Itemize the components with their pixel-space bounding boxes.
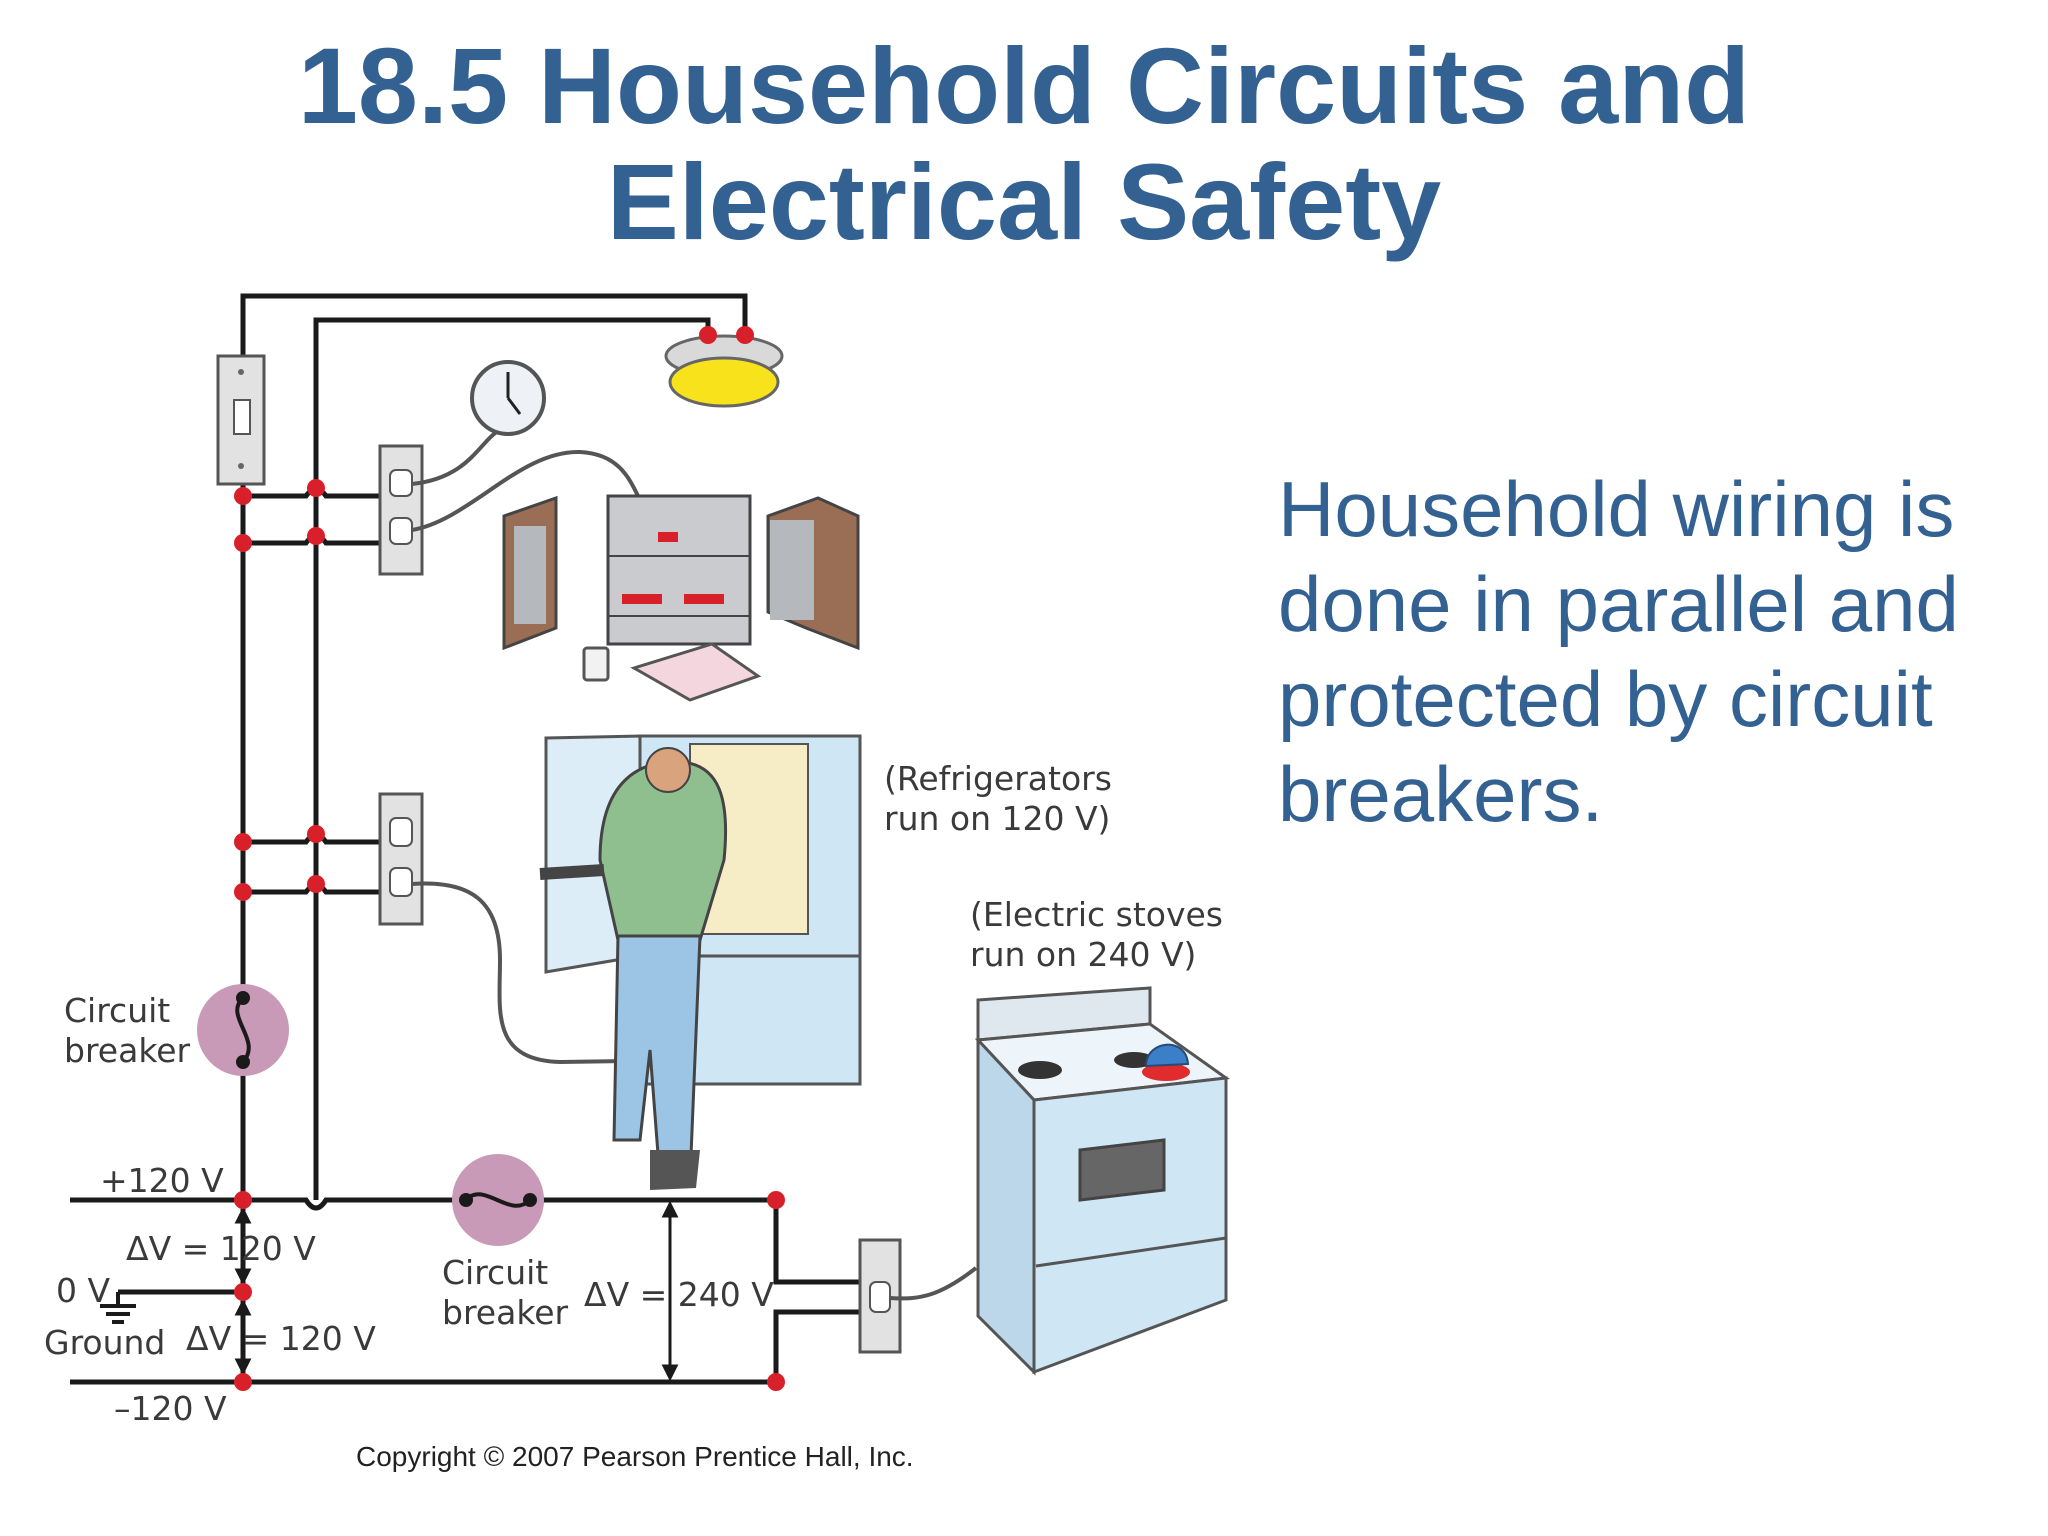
- label-zero-v: 0 V: [56, 1271, 110, 1310]
- label-refrigerators-line1: (Refrigerators: [884, 759, 1112, 798]
- ceiling-light: [664, 334, 784, 408]
- wiring: [70, 293, 870, 1385]
- junction-dot: [767, 1373, 785, 1391]
- slide-body-text: Household wiring is done in parallel and…: [1278, 465, 1959, 838]
- coffee-mug: [582, 646, 610, 682]
- label-minus-120: –120 V: [114, 1389, 227, 1428]
- slide-title: 18.5 Household Circuits and Electrical S…: [0, 28, 2048, 260]
- junction-dot: [307, 825, 325, 843]
- junction-dot: [234, 883, 252, 901]
- junction-dot: [736, 326, 754, 344]
- label-stoves-line1: (Electric stoves: [970, 895, 1223, 934]
- open-book: [630, 642, 762, 702]
- electric-stove: [974, 986, 1231, 1376]
- label-plus-120: +120 V: [100, 1161, 224, 1200]
- junction-dot: [307, 479, 325, 497]
- label-ground: Ground: [44, 1323, 165, 1362]
- wire-hot-top: [240, 293, 748, 1200]
- junction-dot: [767, 1191, 785, 1209]
- label-circuit-breaker-left-line2: breaker: [64, 1031, 191, 1070]
- label-circuit-breaker-bottom-line1: Circuit: [442, 1253, 548, 1292]
- junction-dots: [234, 326, 785, 1391]
- wall-clock: [470, 360, 546, 436]
- ground-symbol: [100, 1292, 136, 1324]
- junction-dot: [234, 1191, 252, 1209]
- label-stoves-line2: run on 240 V): [970, 935, 1196, 974]
- junction-dot: [307, 875, 325, 893]
- junction-dot: [234, 534, 252, 552]
- circuit-breaker-left: [197, 984, 289, 1076]
- junction-dot: [699, 326, 717, 344]
- label-dv-240: ΔV = 240 V: [584, 1275, 774, 1314]
- copyright-notice: Copyright © 2007 Pearson Prentice Hall, …: [356, 1441, 914, 1472]
- circuit-breaker-bottom: [452, 1154, 544, 1246]
- clock-cord: [411, 428, 502, 486]
- stereo-cord: [411, 449, 642, 532]
- wall-switch: [216, 354, 266, 486]
- label-dv-120-lower: ΔV = 120 V: [186, 1319, 376, 1358]
- label-dv-120-upper: ΔV = 120 V: [126, 1229, 316, 1268]
- wire-240-lower: [773, 1309, 870, 1382]
- junction-dot: [307, 527, 325, 545]
- dimension-arrows: [234, 1200, 679, 1382]
- junction-dot: [234, 833, 252, 851]
- outlet-middle: [378, 792, 424, 926]
- slide-title-line-2: Electrical Safety: [606, 141, 1442, 262]
- label-circuit-breaker-bottom-line2: breaker: [442, 1293, 569, 1332]
- slide-title-line-1: 18.5 Household Circuits and: [297, 25, 1751, 146]
- outlet-stove: [858, 1238, 902, 1354]
- wire-plus-120: [70, 1197, 776, 1211]
- stove-cord: [889, 1266, 978, 1301]
- junction-dot: [234, 1283, 252, 1301]
- outlet-upper: [378, 444, 424, 576]
- junction-dot: [234, 1373, 252, 1391]
- label-refrigerators-line2: run on 120 V): [884, 799, 1110, 838]
- wire-240-upper: [773, 1200, 870, 1285]
- refrigerator-cord: [411, 881, 691, 1065]
- label-circuit-breaker-left-line1: Circuit: [64, 991, 170, 1030]
- junction-dot: [234, 487, 252, 505]
- person-at-fridge: [539, 747, 728, 1190]
- stereo-system: [502, 494, 860, 651]
